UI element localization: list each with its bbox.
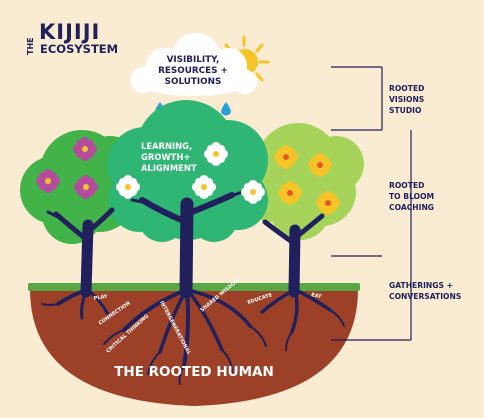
tree-trunks xyxy=(46,190,325,299)
flower-icon xyxy=(116,175,140,199)
title-prefix: THE xyxy=(26,37,35,55)
cloud-label: VISIBILITY, RESOURCES + SOLUTIONS xyxy=(158,55,228,87)
flower-icon xyxy=(241,180,265,204)
cloud-line-2: RESOURCES + xyxy=(158,66,228,76)
sidebar-item-label: CONVERSATIONS xyxy=(389,292,461,301)
flower-icon xyxy=(192,175,216,199)
offerings-bracket xyxy=(331,66,412,341)
soil-caption: THE ROOTED HUMAN xyxy=(114,364,274,380)
flower-icon xyxy=(308,153,332,177)
raindrop-icon xyxy=(221,102,231,116)
sidebar-item-rooted-to-bloom-coaching: ROOTED TO BLOOM COACHING xyxy=(389,181,434,212)
sidebar-item-label: STUDIO xyxy=(389,106,422,115)
root-label-play: PLAY xyxy=(93,294,108,302)
cloud-line-1: VISIBILITY, xyxy=(167,55,220,65)
grass-strip xyxy=(28,283,360,291)
sidebar-item-label: TO BLOOM xyxy=(389,192,434,201)
sidebar-item-gatherings-conversations: GATHERINGS + CONVERSATIONS xyxy=(389,281,461,301)
cloud-line-3: SOLUTIONS xyxy=(165,77,222,87)
sidebar-item-rooted-visions-studio: ROOTED VISIONS STUDIO xyxy=(389,84,424,115)
sidebar-item-label: GATHERINGS + xyxy=(389,281,453,290)
soil-bowl xyxy=(30,289,358,406)
sidebar-item-label: ROOTED xyxy=(389,181,424,190)
center-line-2: GROWTH+ xyxy=(141,152,190,162)
center-line-3: ALIGNMENT xyxy=(141,163,197,173)
title-block: THE KIJIJI ECOSYSTEM xyxy=(26,20,118,56)
sidebar-item-label: ROOTED xyxy=(389,84,424,93)
center-tree-label: LEARNING, GROWTH+ ALIGNMENT xyxy=(141,141,197,173)
flower-icon xyxy=(74,175,98,199)
sidebar-item-label: VISIONS xyxy=(389,95,424,104)
flower-icon xyxy=(316,191,340,215)
flower-icon xyxy=(204,142,228,166)
title-subtitle: ECOSYSTEM xyxy=(40,42,118,56)
tree-roots xyxy=(41,288,345,385)
cloud-icon xyxy=(130,33,257,96)
root-label-eat: EAT xyxy=(311,292,323,300)
title-name: KIJIJI xyxy=(39,20,100,44)
center-line-1: LEARNING, xyxy=(141,141,192,151)
sidebar-item-label: COACHING xyxy=(389,203,434,212)
flower-icon xyxy=(274,145,298,169)
flower-icon xyxy=(73,137,97,161)
flower-icon xyxy=(278,181,302,205)
flower-icon xyxy=(36,169,60,193)
